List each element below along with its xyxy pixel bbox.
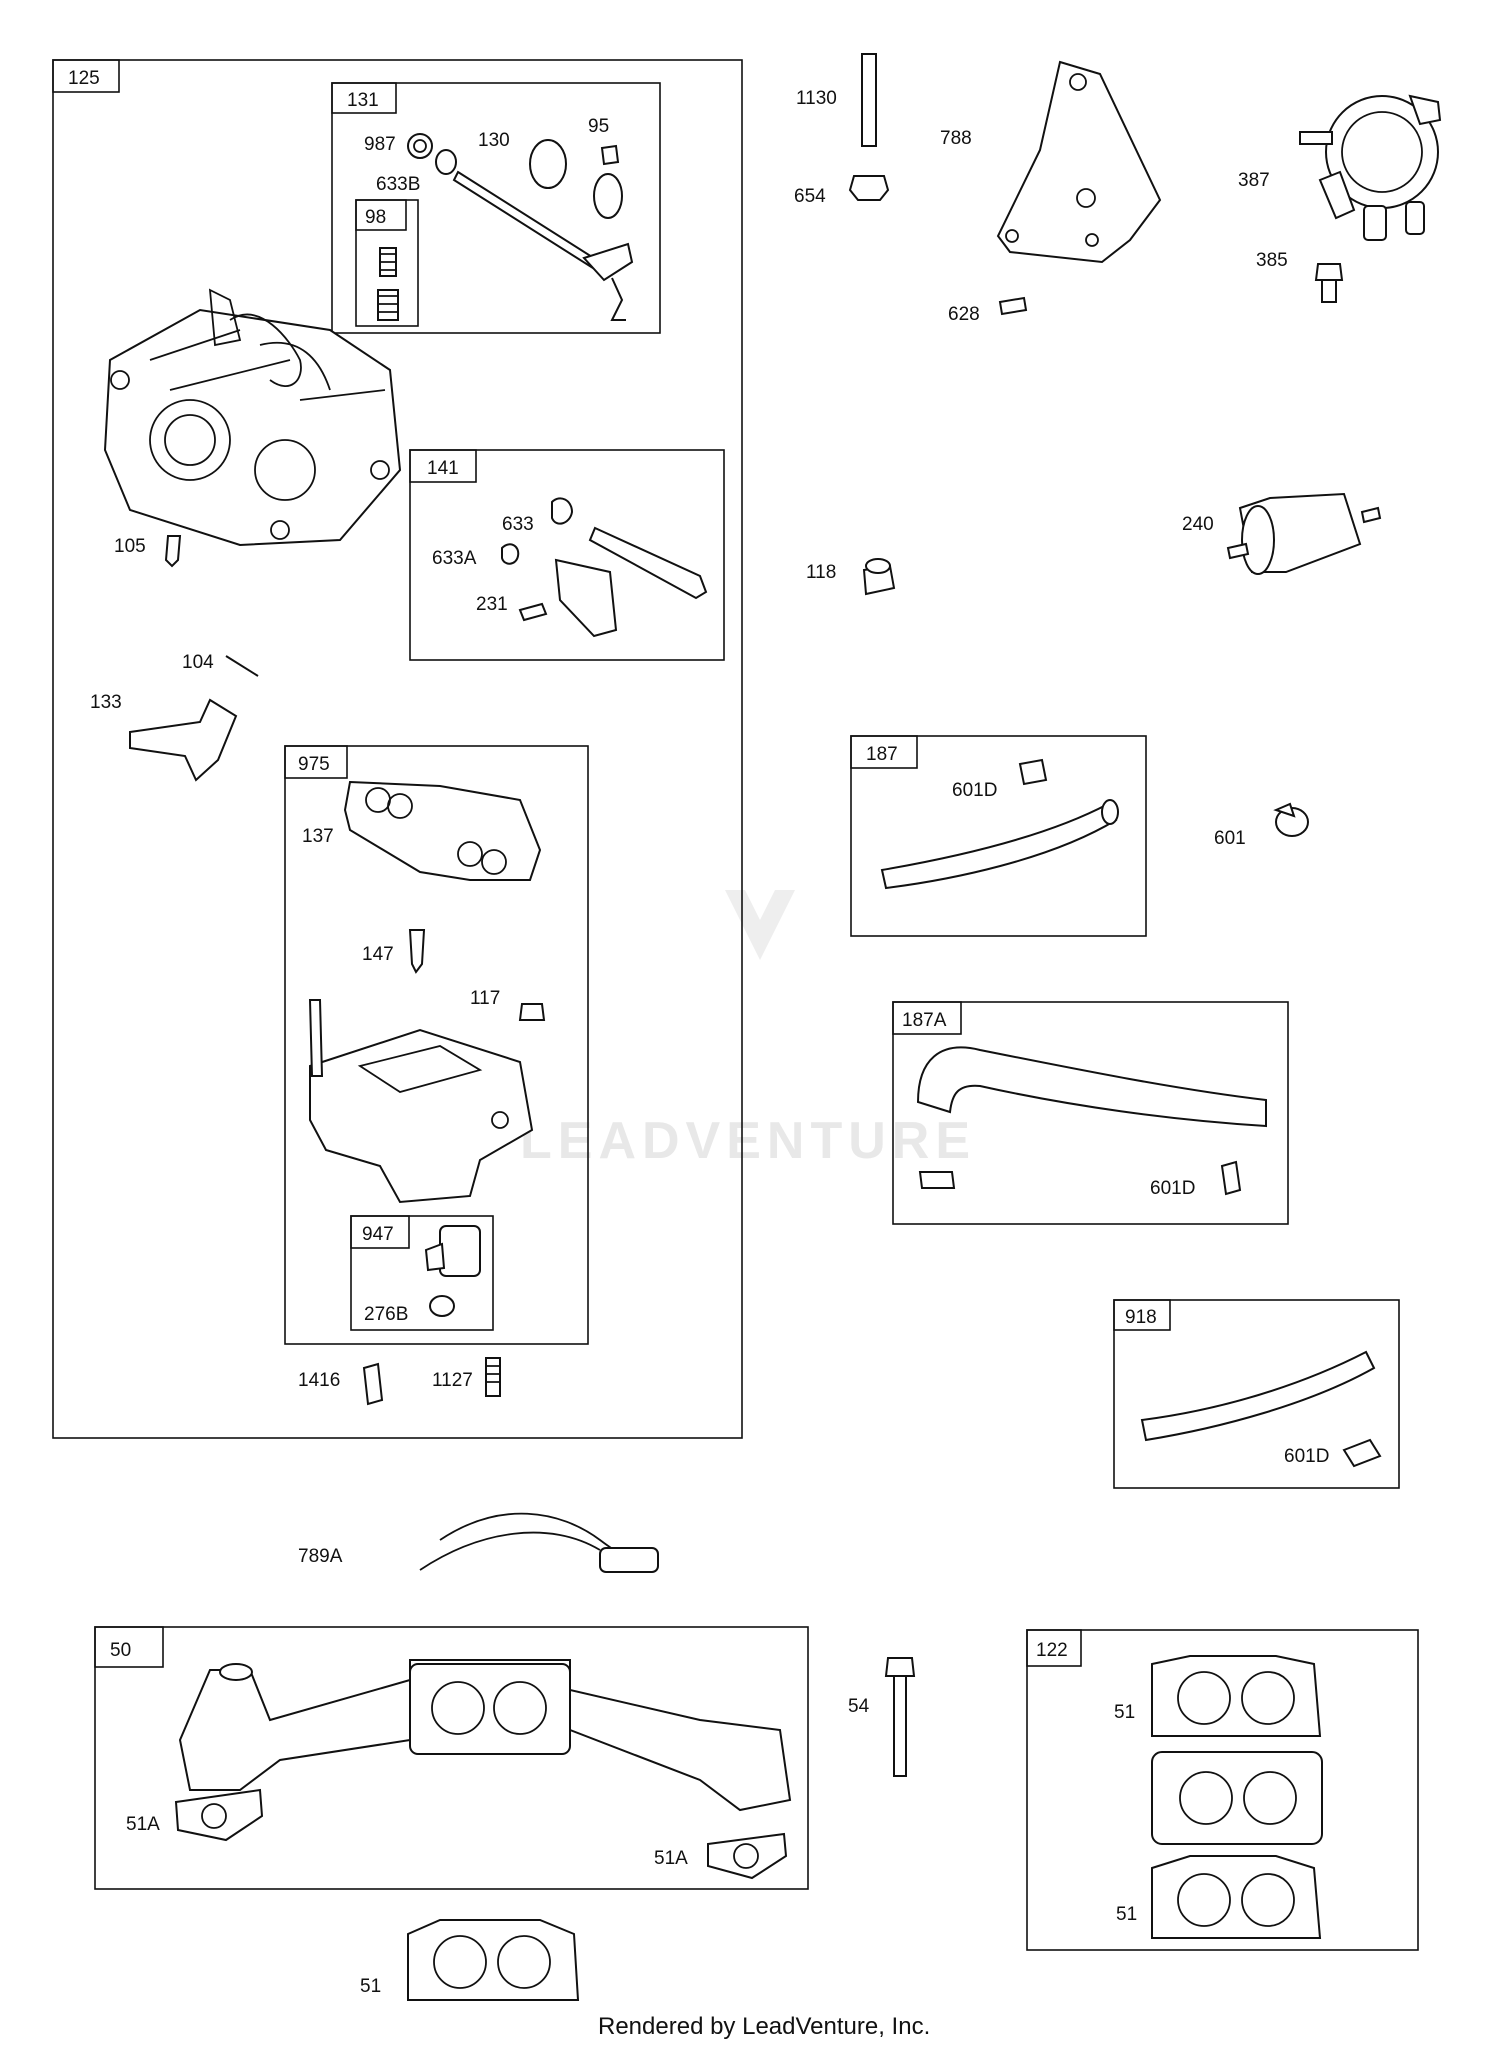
part-label-240: 240 [1182,514,1214,535]
box-label-98: 98 [365,207,386,228]
hose-187A-illustration [916,1046,1267,1196]
part-label-633B: 633B [376,174,420,195]
part-label-147: 147 [362,944,394,965]
part-label-601D-c: 601D [1284,1446,1329,1467]
part-labels: 987 633B 130 95 105 633 633A 231 104 133… [90,88,1329,1997]
part-label-601D-a: 601D [952,780,997,801]
part-label-987: 987 [364,134,396,155]
part-label-1130: 1130 [796,88,837,109]
float-133-illustration [129,698,238,782]
part-label-137: 137 [302,826,334,847]
kit-box-98: 98 [355,199,419,327]
screw-385-illustration [1314,263,1344,303]
part-label-117: 117 [470,988,500,1009]
watermark-text: LEADVENTURE [520,1112,976,1170]
gasket-51-bottom-illustration [407,1919,580,2001]
part-label-51A-left: 51A [126,1814,160,1835]
part-label-51-top: 51 [1114,1702,1135,1723]
kit-box-125: 125 [52,59,743,1439]
part-label-54: 54 [848,1696,870,1717]
gasket-122-mid-illustration [1151,1751,1323,1845]
part-label-601D-b: 601D [1150,1178,1195,1199]
box-label-131: 131 [347,90,379,111]
gasket-137-illustration [343,780,542,881]
box-label-975: 975 [298,754,330,775]
float-bowl-illustration [308,999,534,1204]
hose-918-illustration [1140,1350,1382,1468]
part-label-276B: 276B [364,1304,408,1325]
part-label-633: 633 [502,514,534,535]
bolt-54-illustration [884,1657,916,1777]
gasket-122-bottom-illustration [1151,1855,1322,1939]
fuel-pump-387-illustration [1299,94,1442,241]
kit-box-187A: 187A [892,1001,1289,1225]
screw-628-illustration [998,296,1028,316]
box-label-918: 918 [1125,1307,1157,1328]
filter-240-illustration [1226,492,1382,575]
part-label-1416: 1416 [298,1370,340,1391]
box-label-141: 141 [427,458,459,479]
part-label-51-lower: 51 [1116,1904,1137,1925]
kit-box-918: 918 [1113,1299,1400,1489]
part-label-633A: 633A [432,548,477,569]
kit-box-947: 947 [350,1215,494,1331]
carburetor-body-illustration [103,288,402,547]
part-label-387: 387 [1238,170,1270,191]
gasket-122-top-illustration [1151,1655,1322,1737]
part-label-788: 788 [940,128,972,149]
part-label-601: 601 [1214,828,1246,849]
watermark-logo [725,890,795,960]
gasket-51A-right-illustration [707,1832,788,1880]
part-label-654: 654 [794,186,826,207]
part-label-51A-right: 51A [654,1848,688,1869]
gasket-51A-left-illustration [174,1788,264,1842]
part-label-1127: 1127 [432,1370,473,1391]
tube-1130-illustration [861,53,877,147]
harness-789A-illustration [419,1512,659,1573]
plug-117-illustration [518,1003,546,1021]
nut-654-illustration [848,175,890,201]
kit-box-122: 122 [1026,1629,1419,1951]
clamp-601-illustration [1273,802,1309,837]
part-label-133: 133 [90,692,122,713]
bushing-1416-illustration [362,1362,384,1406]
part-label-104: 104 [182,652,214,673]
intake-manifold-illustration [178,1659,792,1812]
hose-187-illustration [880,758,1119,890]
kit-box-131: 131 [331,82,661,334]
part-label-789A: 789A [298,1546,343,1567]
pin-104-illustration [225,655,259,677]
box-label-187: 187 [866,744,898,765]
part-label-231: 231 [476,594,508,615]
bracket-788-illustration [996,60,1162,264]
part-label-95: 95 [588,116,609,137]
footer-credit: Rendered by LeadVenture, Inc. [598,2013,930,2040]
part-label-51-bottom: 51 [360,1976,381,1997]
part-label-628: 628 [948,304,980,325]
throttle-parts-illustration [501,497,708,638]
needle-147-illustration [408,929,426,974]
kit-box-50: 50 [94,1626,809,1890]
part-label-105: 105 [114,536,146,557]
kit-box-187: 187 [850,735,1147,937]
solenoid-947-illustration [424,1225,481,1317]
part-label-130: 130 [478,130,510,151]
plug-118-illustration [862,558,896,596]
screw-1127-illustration [485,1357,501,1397]
box-label-122: 122 [1036,1640,1068,1661]
box-label-125: 125 [68,68,100,89]
kit-box-975: 975 [284,745,589,1345]
box-label-947: 947 [362,1224,394,1245]
part-label-118: 118 [806,562,836,583]
choke-parts-illustration [377,133,634,321]
kit-box-141: 141 [409,449,725,661]
part-label-385: 385 [1256,250,1288,271]
needle-105-illustration [164,535,182,568]
box-label-187A: 187A [902,1010,947,1031]
box-label-50: 50 [110,1640,131,1661]
